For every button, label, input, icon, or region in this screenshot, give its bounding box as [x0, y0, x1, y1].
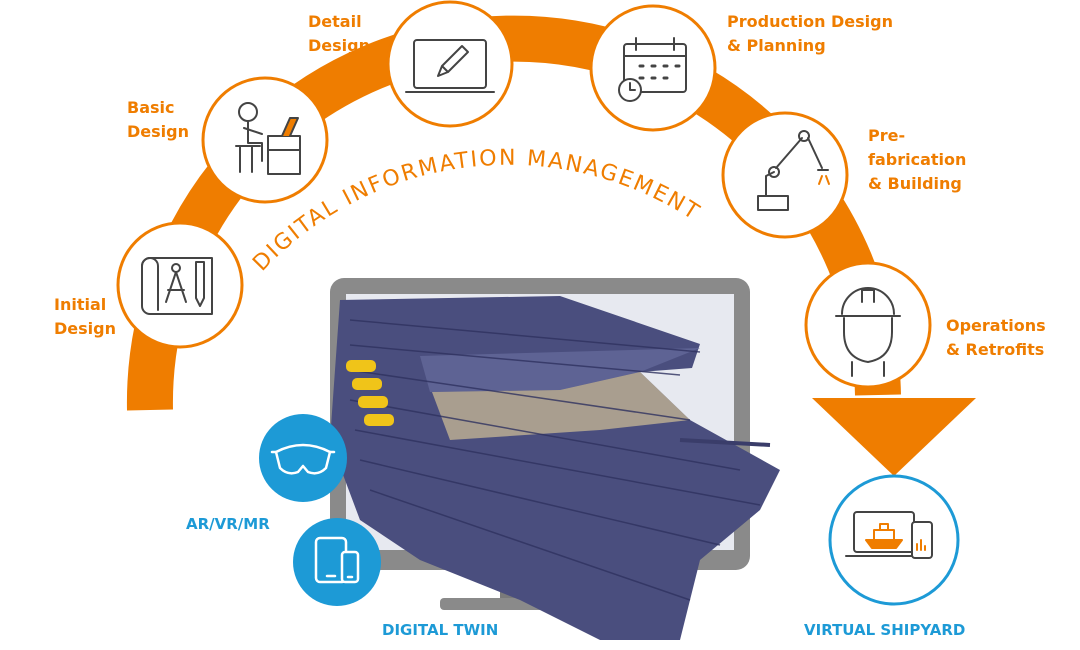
stage-circle-prefabrication [721, 111, 849, 239]
laptop-ship-dashboard-icon [845, 511, 933, 559]
stage-circle-operations [804, 261, 932, 389]
stage-circle-basic-design [201, 76, 329, 204]
ship-deck-lines [349, 319, 761, 601]
lifeboats [346, 360, 394, 426]
stage-label-production-design: Production Design & Planning [727, 12, 894, 55]
robot-arm-icon [757, 130, 830, 211]
device-circle-tablet [293, 518, 381, 606]
stage-label-operations: Operations & Retrofits [946, 316, 1046, 359]
process-arrow-head [812, 398, 976, 476]
stage-circle-detail-design [386, 0, 514, 128]
tablet-phone-icon [314, 536, 360, 584]
stage-label-prefabrication: Pre- fabrication & Building [868, 126, 967, 193]
designer-at-desk-icon [235, 102, 301, 175]
stage-circle-production-design [589, 4, 717, 132]
ar-vr-mr-label: AR/VR/MR [186, 515, 270, 533]
calendar-clock-icon [618, 37, 687, 102]
stage-label-initial-design: Initial Design [54, 295, 116, 338]
vr-headset-icon [270, 443, 336, 475]
ship-decks-interior [432, 372, 690, 440]
digital-twin-label: DIGITAL TWIN [382, 621, 499, 639]
stage-label-basic-design: Basic Design [127, 98, 189, 141]
ship-crane [679, 438, 771, 447]
virtual-shipyard-label: VIRTUAL SHIPYARD [804, 621, 966, 639]
virtual-shipyard-circle [828, 474, 960, 606]
blueprint-compass-icon [141, 257, 213, 315]
device-circle-vr [259, 414, 347, 502]
ship-digital-twin [330, 296, 780, 640]
hard-hat-worker-icon [835, 287, 901, 377]
stage-circle-initial-design [116, 221, 244, 349]
stage-label-detail-design: Detail Design [308, 12, 370, 55]
ship-upper-deck [420, 348, 700, 392]
laptop-pencil-icon [405, 39, 495, 93]
